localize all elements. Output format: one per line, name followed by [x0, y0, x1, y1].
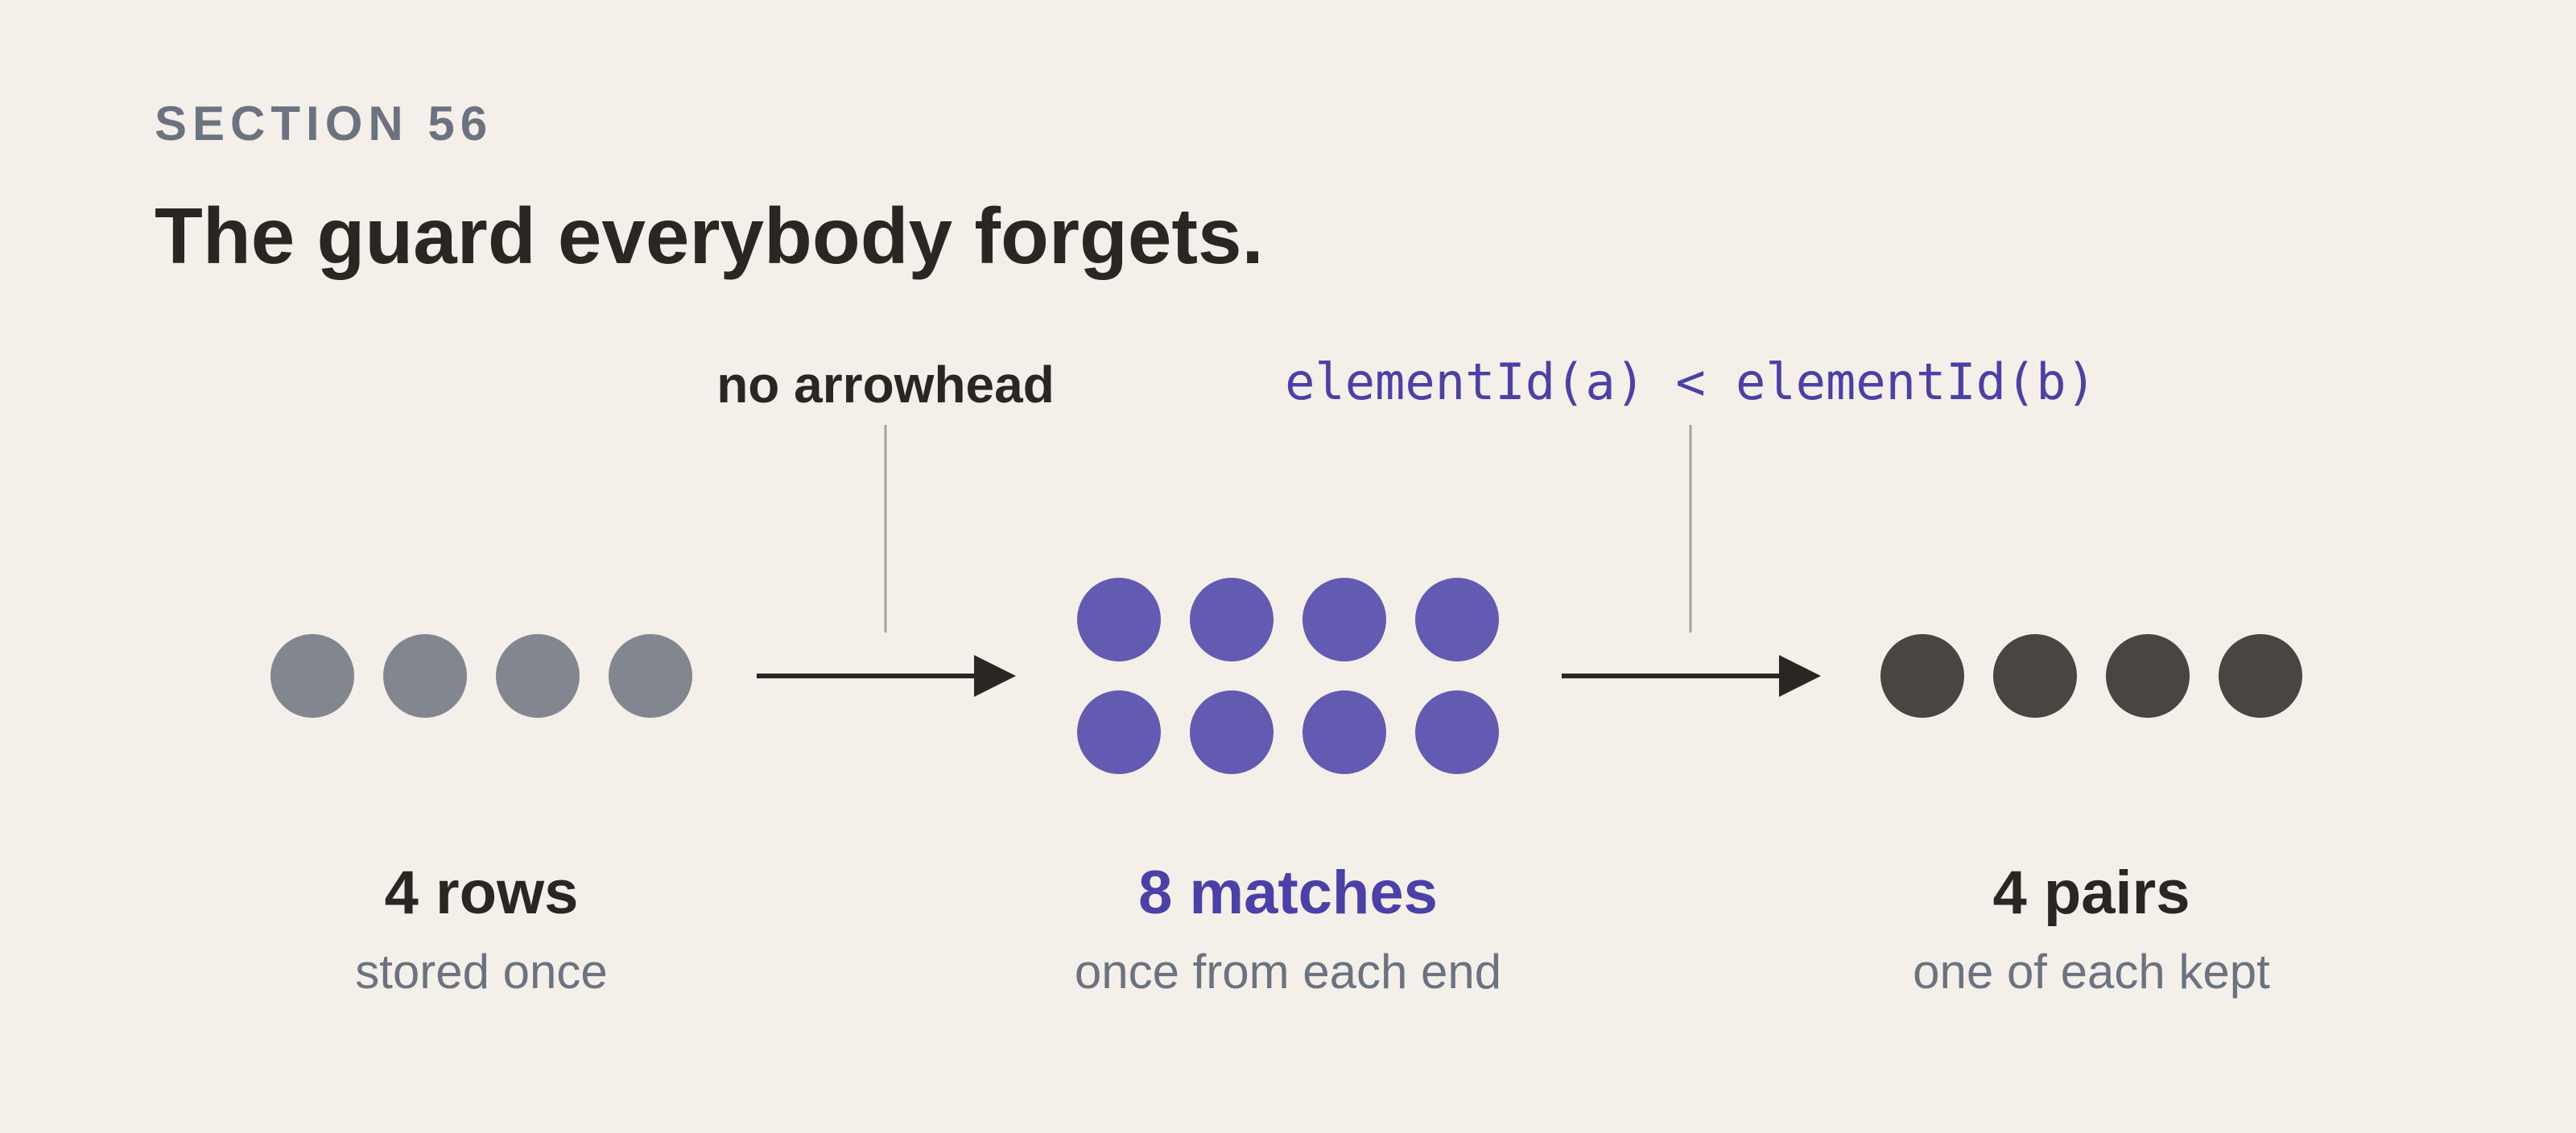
group-pairs: 4 pairs one of each kept [1913, 863, 2270, 996]
group-matches-description: once from each end [1074, 945, 1502, 999]
group-pairs-description: one of each kept [1913, 945, 2270, 999]
arrow-2 [1562, 655, 1821, 697]
page-title: The guard everybody forgets. [155, 192, 1264, 280]
dot-rows-3 [496, 634, 580, 718]
group-rows-count: 4 rows [384, 859, 579, 927]
group-rows: 4 rows stored once [355, 863, 608, 996]
dot-matches-5 [1077, 690, 1161, 774]
dot-matches-2 [1190, 578, 1274, 661]
dot-groups [270, 578, 2302, 774]
dot-pairs-3 [2106, 634, 2190, 718]
annotation-no-arrowhead: no arrowhead [716, 356, 1055, 414]
dot-rows-4 [609, 634, 692, 718]
group-pairs-count: 4 pairs [1992, 859, 2190, 927]
dot-matches-3 [1302, 578, 1386, 661]
dot-pairs-2 [1993, 634, 2077, 718]
section-label: SECTION 56 [155, 97, 493, 150]
dot-matches-4 [1415, 578, 1499, 661]
group-matches: 8 matches once from each end [1075, 863, 1501, 996]
arrow-2-head [1779, 655, 1821, 697]
dot-pairs-1 [1880, 634, 1964, 718]
dot-rows-1 [270, 634, 354, 718]
dot-rows-2 [383, 634, 467, 718]
dot-pairs-4 [2219, 634, 2302, 718]
group-matches-count: 8 matches [1138, 859, 1438, 927]
dot-matches-6 [1190, 690, 1274, 774]
annotation-elementid-guard: elementId(a) < elementId(b) [1285, 352, 2096, 411]
group-rows-description: stored once [355, 945, 608, 999]
arrow-1 [757, 655, 1016, 697]
arrow-1-head [974, 655, 1016, 697]
dot-matches-7 [1302, 690, 1386, 774]
dot-matches-8 [1415, 690, 1499, 774]
dot-matches-1 [1077, 578, 1161, 661]
